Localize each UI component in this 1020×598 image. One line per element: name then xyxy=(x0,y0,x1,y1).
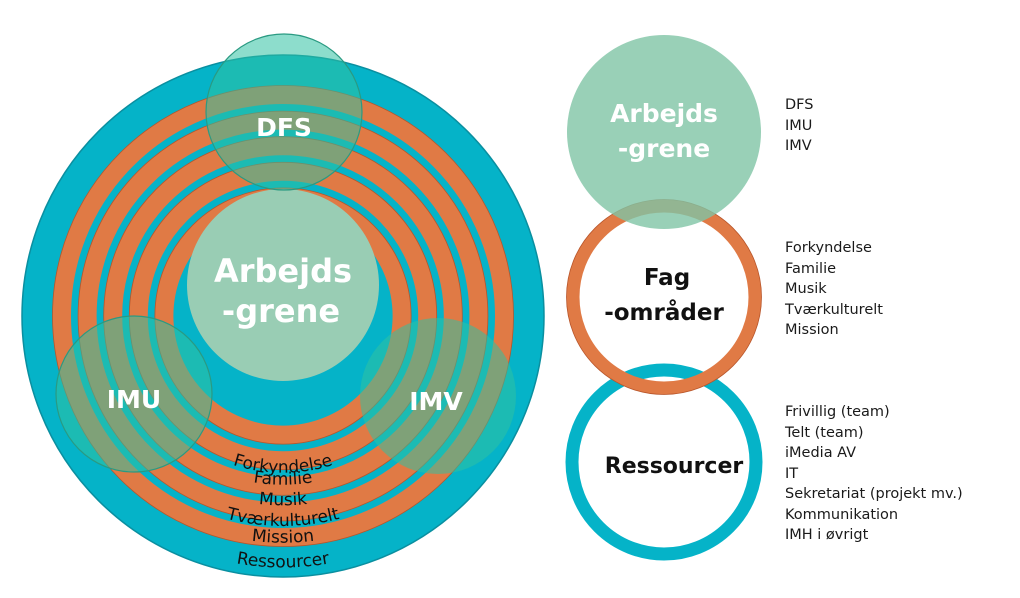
ressourcer-list: Frivillig (team) Telt (team) iMedia AV I… xyxy=(785,402,963,546)
list-item: Kommunikation xyxy=(785,506,899,523)
branch-imu: IMU xyxy=(55,315,213,473)
dfs-circle xyxy=(205,33,363,191)
list-item: IT xyxy=(785,465,799,482)
list-item: DFS xyxy=(785,97,814,113)
center-arbejdsgrene-circle xyxy=(187,189,379,381)
arbejdsgrene-list: DFS IMU IMV xyxy=(785,95,813,157)
list-item: Forkyndelse xyxy=(785,240,872,256)
dfs-label: DFS xyxy=(256,113,312,142)
branch-dfs: DFS xyxy=(205,33,363,191)
fagomraader-label-line1: Fag xyxy=(644,265,690,291)
imv-label: IMV xyxy=(409,387,463,416)
arbejdsgrene-circle xyxy=(567,35,761,229)
fagomraader-label-line2: -områder xyxy=(604,299,724,326)
ring-label-mission: Mission xyxy=(251,526,315,548)
center-label-line2: -grene xyxy=(222,292,340,330)
center-label-line1: Arbejds xyxy=(214,252,352,290)
list-item: Telt (team) xyxy=(785,424,864,441)
arbejdsgrene-label-line2: -grene xyxy=(618,134,710,163)
list-item: Mission xyxy=(785,322,839,338)
list-item: IMU xyxy=(785,117,813,134)
ring-label-musik: Musik xyxy=(258,489,308,510)
fagomraader-ring xyxy=(566,199,762,395)
legend-diagram: Arbejds -grene Fag -områder Ressourcer xyxy=(565,35,763,561)
imv-circle xyxy=(360,318,516,474)
concentric-diagram: Arbejds -grene Forkyndelse Familie Musik… xyxy=(21,33,545,578)
ring-label-ressourcer: Ressourcer xyxy=(235,548,330,572)
list-item: Musik xyxy=(785,281,827,297)
list-item: IMV xyxy=(785,138,812,154)
list-item: Frivillig (team) xyxy=(785,404,890,420)
imu-label: IMU xyxy=(107,385,161,414)
list-item: Sekretariat (projekt mv.) xyxy=(785,486,963,502)
branch-imv: IMV xyxy=(360,318,516,474)
list-item: Tværkulturelt xyxy=(785,301,883,318)
imu-circle xyxy=(55,315,213,473)
fagomraader-list: Forkyndelse Familie Musik Tværkulturelt … xyxy=(785,238,883,341)
list-item: IMH i øvrigt xyxy=(785,527,869,543)
arbejdsgrene-label-line1: Arbejds xyxy=(610,99,718,128)
ressourcer-label: Ressourcer xyxy=(605,454,744,479)
list-item: iMedia AV xyxy=(785,445,857,461)
ring-labels: Forkyndelse Familie Musik Tværkulturelt … xyxy=(224,450,341,572)
ring-label-familie: Familie xyxy=(252,467,313,489)
list-item: Familie xyxy=(785,260,837,277)
ressourcer-ring xyxy=(565,363,763,561)
